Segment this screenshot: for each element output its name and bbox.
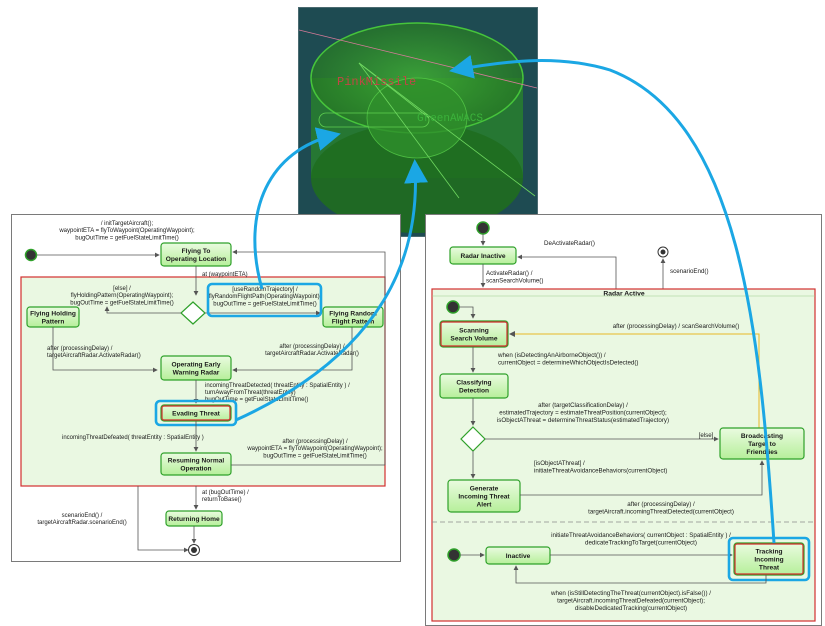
initial-note: bugOutTime = getFuelStateLimitTime() [75, 235, 178, 241]
state-tracking-label: Incoming [754, 557, 783, 564]
is-threat-label: initiateThreatAvoidanceBehaviors(current… [534, 467, 667, 474]
after-classify-label: isObjectAThreat = determineThreatStatus(… [497, 417, 669, 424]
after-resume-label: waypointETA = flyToWaypoint(OperatingWay… [246, 446, 383, 452]
state-broadcasting-label: Friendlies [746, 449, 777, 456]
initiate-label: dedicateTrackingToTarget(currentObject) [585, 539, 697, 546]
state-generate-label: Incoming Threat [458, 494, 510, 501]
after-classify-label: after (targetClassificationDelay) / [538, 402, 628, 409]
state-inactive-label: Inactive [506, 553, 531, 560]
state-holding-label: Flying Holding [30, 311, 76, 318]
random-label: [useRandomTrajectory] / [232, 287, 298, 293]
scenario-end-transition [137, 486, 189, 553]
when-still-label: when (isStillDetectingTheThreat(currentO… [550, 590, 711, 597]
tracking-to-inactive [513, 565, 767, 584]
state-holding-label: Pattern [42, 319, 65, 326]
state-evading-highlight [161, 405, 231, 421]
incoming-label: turnAwayFromThreat(threatEntity) [205, 390, 296, 396]
when-still-label: targetAircraft.incomingThreatDefeated(cu… [557, 597, 705, 604]
initial-note: / initTargetAircraft(); [101, 221, 154, 227]
scenario-end-label: scenarioEnd() [670, 268, 709, 275]
state-early-warning-label: Warning Radar [173, 370, 220, 377]
else-label: flyHoldingPattern(OperatingWaypoint); [71, 293, 174, 299]
radar-diagram-canvas: Radar Inactive DeActivateRadar() ActivateR… [431, 221, 816, 622]
after-right-label: after (processingDelay) / [279, 344, 345, 350]
scenario-end-label: scenarioEnd() / [62, 513, 103, 519]
else-transition [104, 306, 181, 314]
incoming-label: incomingThreatDetected( threatEntity : S… [205, 383, 350, 389]
at-eta-label: at (waypointETA) [202, 272, 248, 278]
state-generate-label: Alert [476, 502, 492, 509]
state-broadcasting-label: Target to [748, 441, 776, 448]
state-broadcasting-label: Broadcasting [741, 433, 783, 440]
bugout-label: returnToBase() [202, 497, 242, 503]
activate-label: scanSearchVolume() [486, 277, 543, 284]
state-classifying-label: Classifying [456, 380, 491, 387]
radar-initial-node [476, 221, 490, 235]
state-flying-to-label: Flying To [182, 248, 211, 255]
state-resuming-label: Operation [180, 466, 211, 473]
state-classifying-label: Detection [459, 388, 489, 395]
active-initial-node [446, 300, 460, 314]
state-returning-label: Returning Home [168, 516, 220, 523]
region-initial-node [447, 548, 461, 562]
viewer-canvas: PinkMissile GreenAWACS [299, 8, 537, 236]
is-threat-label: [isObjectAThreat] / [534, 460, 585, 467]
state-generate-label: Generate [470, 486, 499, 493]
final-node-core [191, 547, 197, 553]
scenario-end-label: targetAircraftRadar.scenarioEnd() [37, 520, 126, 526]
green-awacs-label: GreenAWACS [417, 113, 483, 125]
after-classify-label: estimatedTrajectory = estimateThreatPosi… [499, 409, 667, 416]
state-evading-label: Evading Threat [172, 411, 220, 418]
state-scanning-label: Search Volume [450, 336, 497, 343]
state-scanning-label: Scanning [459, 328, 489, 335]
aircraft-state-diagram: / initTargetAircraft();waypointETA = fly… [11, 214, 401, 562]
state-tracking-highlight [734, 543, 804, 575]
after-resume-label: after (processingDelay) / [282, 439, 348, 445]
state-tracking-label: Tracking [755, 549, 782, 556]
pink-missile-label: PinkMissile [337, 75, 416, 89]
radar-final-core [660, 249, 666, 255]
else-label: [else] / [113, 286, 131, 292]
else-label: bugOutTime = getFuelStateLimitTime() [70, 300, 173, 306]
state-inactive [485, 546, 551, 565]
after-alert-label: targetAircraft.incomingThreatDetected(cu… [588, 508, 734, 515]
when-detecting-label: currentObject = determineWhichObjectIsDe… [498, 359, 638, 366]
threat-cylinder [310, 22, 524, 233]
when-detecting-label: when (isDetectingAnAirborneObject()) / [497, 352, 606, 359]
deactivate-label: DeActivateRadar() [544, 240, 595, 247]
choice-node [180, 301, 206, 325]
radar-active-title: Radar Active [603, 291, 645, 298]
aircraft-diagram-canvas: / initTargetAircraft();waypointETA = fly… [20, 221, 386, 556]
random-label: bugOutTime = getFuelStateLimitTime() [213, 301, 316, 307]
activate-label: ActivateRadar() / [486, 270, 533, 277]
state-resuming-label: Resuming Normal [168, 458, 225, 465]
defeated-label: incomingThreatDefeated( threatEntity : S… [62, 435, 204, 441]
state-early-warning-label: Operating Early [171, 362, 220, 369]
after-scan-label: after (processingDelay) / scanSearchVolu… [613, 323, 740, 330]
radar-state-diagram: Radar Inactive DeActivateRadar() ActivateR… [425, 214, 822, 626]
after-resume-label: bugOutTime = getFuelStateLimitTime() [263, 453, 366, 459]
state-tracking-label: Threat [759, 565, 780, 572]
state-flying-to-label: Operating Location [166, 256, 226, 263]
initiate-label: initiateThreatAvoidanceBehaviors( curren… [551, 532, 731, 539]
state-resuming [160, 452, 232, 476]
after-right-label: targetAircraftRadar.ActivateRadar() [265, 351, 359, 357]
initial-node [24, 248, 38, 262]
after-left-label: after (processingDelay) / [47, 346, 113, 352]
after-left-label: targetAircraftRadar.ActivateRadar() [47, 353, 141, 359]
initial-note: waypointETA = flyToWaypoint(OperatingWay… [58, 228, 195, 234]
state-random-label: Flying Random [329, 311, 377, 318]
random-label: flyRandomFlightPath(OperatingWaypoint); [209, 294, 322, 300]
simulation-viewer: PinkMissile GreenAWACS [298, 7, 538, 237]
state-radar-inactive-label: Radar Inactive [460, 253, 505, 260]
state-random-label: Flight Pattern [332, 319, 375, 326]
holding-to-radar [52, 327, 158, 373]
bugout-label: at (bugOutTime) / [202, 490, 249, 496]
else-label: [else] [699, 432, 714, 439]
when-still-label: disableDedicatedTracking(currentObject) [575, 605, 687, 612]
after-alert-label: after (processingDelay) / [627, 501, 695, 508]
